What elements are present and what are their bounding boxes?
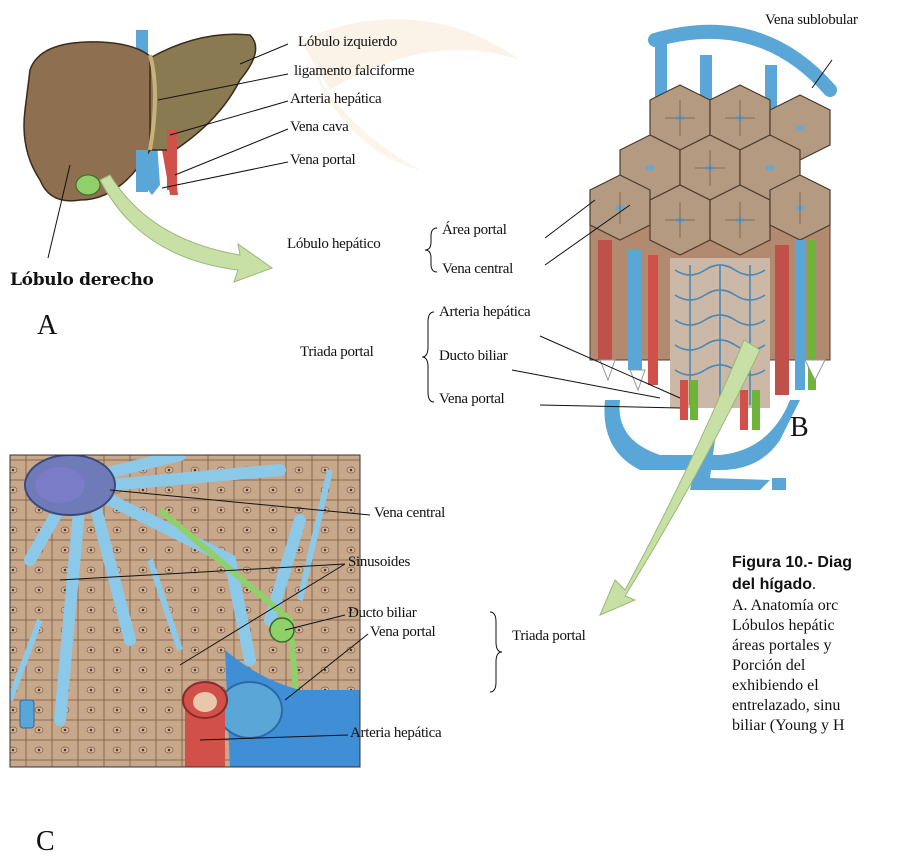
label-central-vein-b: Vena central <box>442 261 513 278</box>
panel-letter-c: C <box>36 826 55 858</box>
microscopic-illustration <box>10 455 360 767</box>
caption-line: A. Anatomía orc <box>732 596 910 616</box>
liver-illustration <box>24 30 256 201</box>
caption-line: entrelazado, sinu <box>732 696 910 716</box>
braces-b <box>422 228 437 402</box>
caption-line: exhibiendo el <box>732 676 910 696</box>
label-bile-duct-c: Ducto biliar <box>348 605 416 622</box>
label-left-lobe: Lóbulo izquierdo <box>298 34 397 51</box>
brace-c <box>490 612 502 692</box>
arrow-a-to-b <box>100 175 272 282</box>
label-hepatic-artery-b: Arteria hepática <box>439 304 530 321</box>
label-hepatic-lobule: Lóbulo hepático <box>287 236 380 253</box>
label-portal-vein-b: Vena portal <box>439 391 504 408</box>
label-portal-vein-a: Vena portal <box>290 152 355 169</box>
panel-letter-a: A <box>37 310 57 342</box>
panel-letter-b: B <box>790 412 809 444</box>
label-sinusoids: Sinusoides <box>348 554 410 571</box>
label-portal-area: Área portal <box>442 222 507 239</box>
label-portal-triad-c: Triada portal <box>512 628 585 645</box>
label-hepatic-artery-c: Arteria hepática <box>350 725 441 742</box>
caption-line: Porción del <box>732 656 910 676</box>
label-sublobular-vein: Vena sublobular <box>765 12 858 29</box>
label-right-lobe: Lóbulo derecho <box>10 270 154 290</box>
figure-caption: Figura 10.- Diag del hígado. A. Anatomía… <box>732 552 910 736</box>
caption-title-text: del hígado <box>732 576 812 593</box>
caption-title-line2: del hígado. <box>732 574 910 596</box>
label-portal-vein-c: Vena portal <box>370 624 435 641</box>
label-falciform-ligament: ligamento falciforme <box>294 63 414 80</box>
label-portal-triad-b: Triada portal <box>300 344 373 361</box>
caption-title-punct: . <box>812 576 816 593</box>
label-hepatic-artery-a: Arteria hepática <box>290 91 381 108</box>
label-vena-cava: Vena cava <box>290 119 349 136</box>
label-central-vein-c: Vena central <box>374 505 445 522</box>
label-bile-duct-b: Ducto biliar <box>439 348 507 365</box>
caption-line: biliar (Young y H <box>732 716 910 736</box>
caption-line: Lóbulos hepátic <box>732 616 910 636</box>
caption-line: áreas portales y <box>732 636 910 656</box>
caption-title-line1: Figura 10.- Diag <box>732 552 910 574</box>
